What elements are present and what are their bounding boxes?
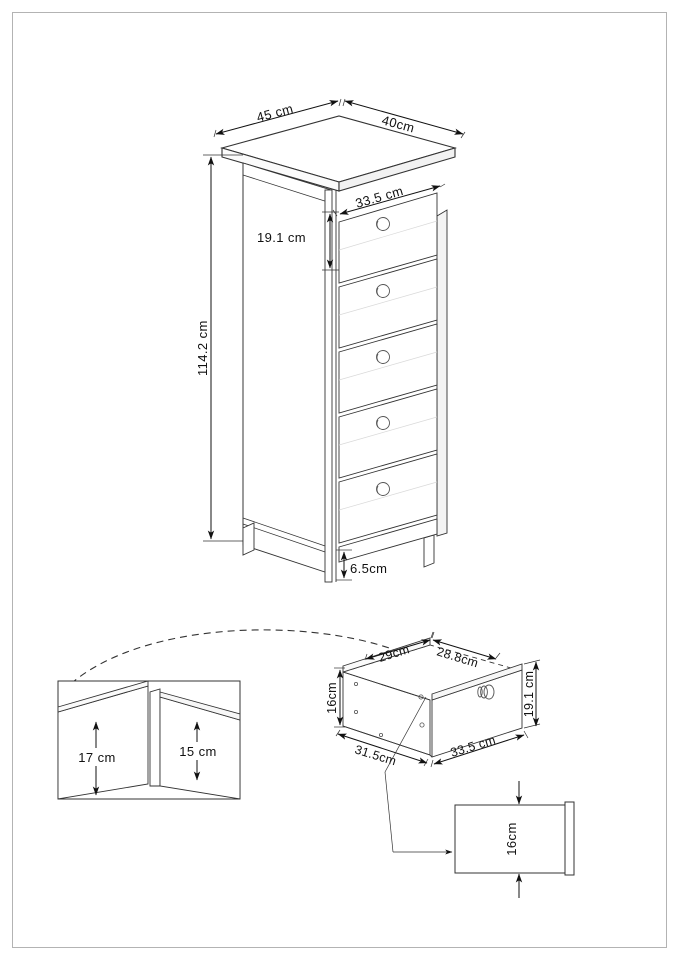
dimension-label-28-8cm: 28.8cm (435, 644, 480, 670)
peg-hole (419, 722, 425, 728)
dresser-left-rear-leg (242, 522, 255, 556)
dimension-label-45cm: 45 cm (255, 101, 295, 125)
leader-line-mid (384, 771, 394, 853)
base-panel-detail-view: 16cm (454, 781, 575, 898)
corner-detail-box: 17 cm 15 cm (57, 680, 241, 800)
drawer-knob-1 (376, 217, 390, 231)
drawer-front-rim (431, 663, 523, 701)
leader-line-upper (384, 696, 427, 773)
drawer-knob-3 (376, 350, 390, 364)
callout-arc-to-corner-detail (61, 629, 396, 693)
dimension-drawer-back-right: 28.8cm (431, 631, 501, 670)
dimension-label-16cm-panel: 16cm (504, 822, 519, 855)
corner-right-panel-top (159, 691, 241, 721)
dimension-drawer-face-height: 19.1 cm (522, 659, 541, 729)
dimension-overall-height: 114.2 cm (195, 154, 243, 542)
dimension-label-19-1cm-front: 19.1 cm (257, 230, 306, 245)
dimension-17cm: 17 cm (72, 721, 122, 796)
main-dresser-view: 45 cm 40cm 114.2 cm 33.5 cm (195, 98, 466, 583)
dimension-15cm: 15 cm (173, 721, 223, 781)
dimension-leg-height: 6.5cm (336, 549, 387, 581)
dimension-drawer-front-height: 19.1 cm (257, 211, 339, 271)
dimension-label-19-1cm-face: 19.1 cm (522, 671, 536, 718)
base-panel-edge-strip (564, 801, 575, 876)
drawer-knob-5 (376, 482, 390, 496)
peg-hole (418, 694, 424, 700)
dimension-label-6-5cm: 6.5cm (350, 561, 387, 576)
corner-divider-panel (149, 688, 161, 787)
dimension-label-16cm-side: 16cm (325, 682, 339, 714)
dimension-drawer-side-height: 16cm (325, 667, 345, 728)
dimension-label-29cm: 29cm (377, 642, 411, 665)
drawer-detail-knob (477, 684, 495, 700)
dimension-label-17cm: 17 cm (78, 750, 115, 765)
dimension-label-15cm: 15 cm (179, 744, 216, 759)
corner-left-panel-top (57, 680, 149, 713)
dimension-label-114-2cm: 114.2 cm (195, 320, 210, 376)
drawer-knob-4 (376, 416, 390, 430)
peg-hole (353, 682, 358, 687)
drawer-knob-2 (376, 284, 390, 298)
dresser-left-post (324, 189, 337, 583)
dresser-left-side (242, 162, 332, 575)
dimension-16cm-panel: 16cm (504, 781, 523, 898)
peg-hole (353, 710, 358, 715)
dresser-front-face (338, 192, 448, 568)
